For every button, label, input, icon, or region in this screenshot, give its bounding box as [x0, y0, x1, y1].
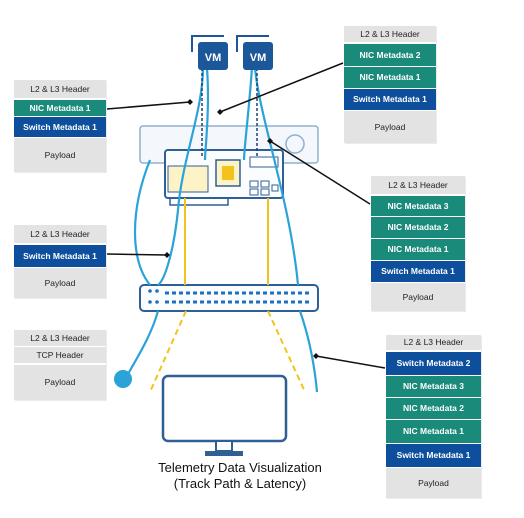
caption-line-1: Telemetry Data Visualization [158, 460, 322, 475]
nic-metadata-row: NIC Metadata 1 [371, 238, 465, 260]
payload-row: Payload [14, 267, 106, 298]
packet-host-left: L2 & L3 Header NIC Metadata 1 Switch Met… [14, 80, 106, 172]
nic-metadata-row: NIC Metadata 2 [371, 216, 465, 238]
caption-line-2: (Track Path & Latency) [173, 476, 307, 491]
vm-label-1: VM [205, 52, 222, 64]
switch-metadata-row: Switch Metadata 1 [344, 88, 436, 110]
switch-metadata-row: Switch Metadata 1 [14, 116, 106, 137]
packet-host-right: L2 & L3 Header NIC Metadata 2 NIC Metada… [344, 26, 436, 143]
vm-icon: VM [191, 35, 228, 70]
switch-metadata-row: Switch Metadata 1 [386, 443, 481, 467]
nic-metadata-row: NIC Metadata 1 [386, 419, 481, 443]
tap-endpoint-dot [114, 370, 132, 388]
l2-l3-header: L2 & L3 Header [344, 26, 436, 43]
vm-links [201, 68, 258, 158]
payload-row: Payload [371, 282, 465, 311]
network-switch [139, 284, 319, 312]
payload-row: Payload [344, 110, 436, 143]
payload-row: Payload [14, 137, 106, 172]
connector-diamonds [164, 99, 319, 359]
packet-switch-left: L2 & L3 Header Switch Metadata 1 Payload [14, 225, 106, 298]
l2-l3-header: L2 & L3 Header [14, 80, 106, 99]
vm-label-2: VM [250, 52, 267, 64]
l2-l3-header: L2 & L3 Header [386, 335, 481, 351]
nic-metadata-row: NIC Metadata 1 [344, 66, 436, 88]
nic-metadata-row: NIC Metadata 3 [371, 195, 465, 216]
l2-l3-header: L2 & L3 Header [14, 330, 106, 347]
connector-lines [106, 62, 386, 369]
l2-l3-header: L2 & L3 Header [14, 225, 106, 244]
nic-metadata-row: NIC Metadata 2 [386, 397, 481, 419]
packet-nic-right: L2 & L3 Header NIC Metadata 3 NIC Metada… [371, 176, 465, 311]
nic-metadata-row: NIC Metadata 3 [386, 375, 481, 397]
tcp-header-row: TCP Header [14, 347, 106, 364]
packet-bottom-right: L2 & L3 Header Switch Metadata 2 NIC Met… [386, 335, 481, 498]
switch-metadata-row: Switch Metadata 1 [371, 260, 465, 282]
payload-row: Payload [14, 364, 106, 400]
monitor [161, 374, 288, 456]
switch-metadata-row: Switch Metadata 2 [386, 351, 481, 375]
nic-metadata-row: NIC Metadata 2 [344, 43, 436, 66]
switch-metadata-row: Switch Metadata 1 [14, 244, 106, 267]
diagram-caption: Telemetry Data Visualization (Track Path… [120, 460, 360, 492]
nic-metadata-row: NIC Metadata 1 [14, 99, 106, 116]
blue-cables [124, 67, 319, 393]
packet-tcp-left: L2 & L3 Header TCP Header Payload [14, 330, 106, 400]
payload-row: Payload [386, 467, 481, 498]
vm-icon: VM [236, 35, 273, 70]
nic-card [164, 149, 284, 206]
yellow-cables [149, 198, 306, 393]
l2-l3-header: L2 & L3 Header [371, 176, 465, 195]
